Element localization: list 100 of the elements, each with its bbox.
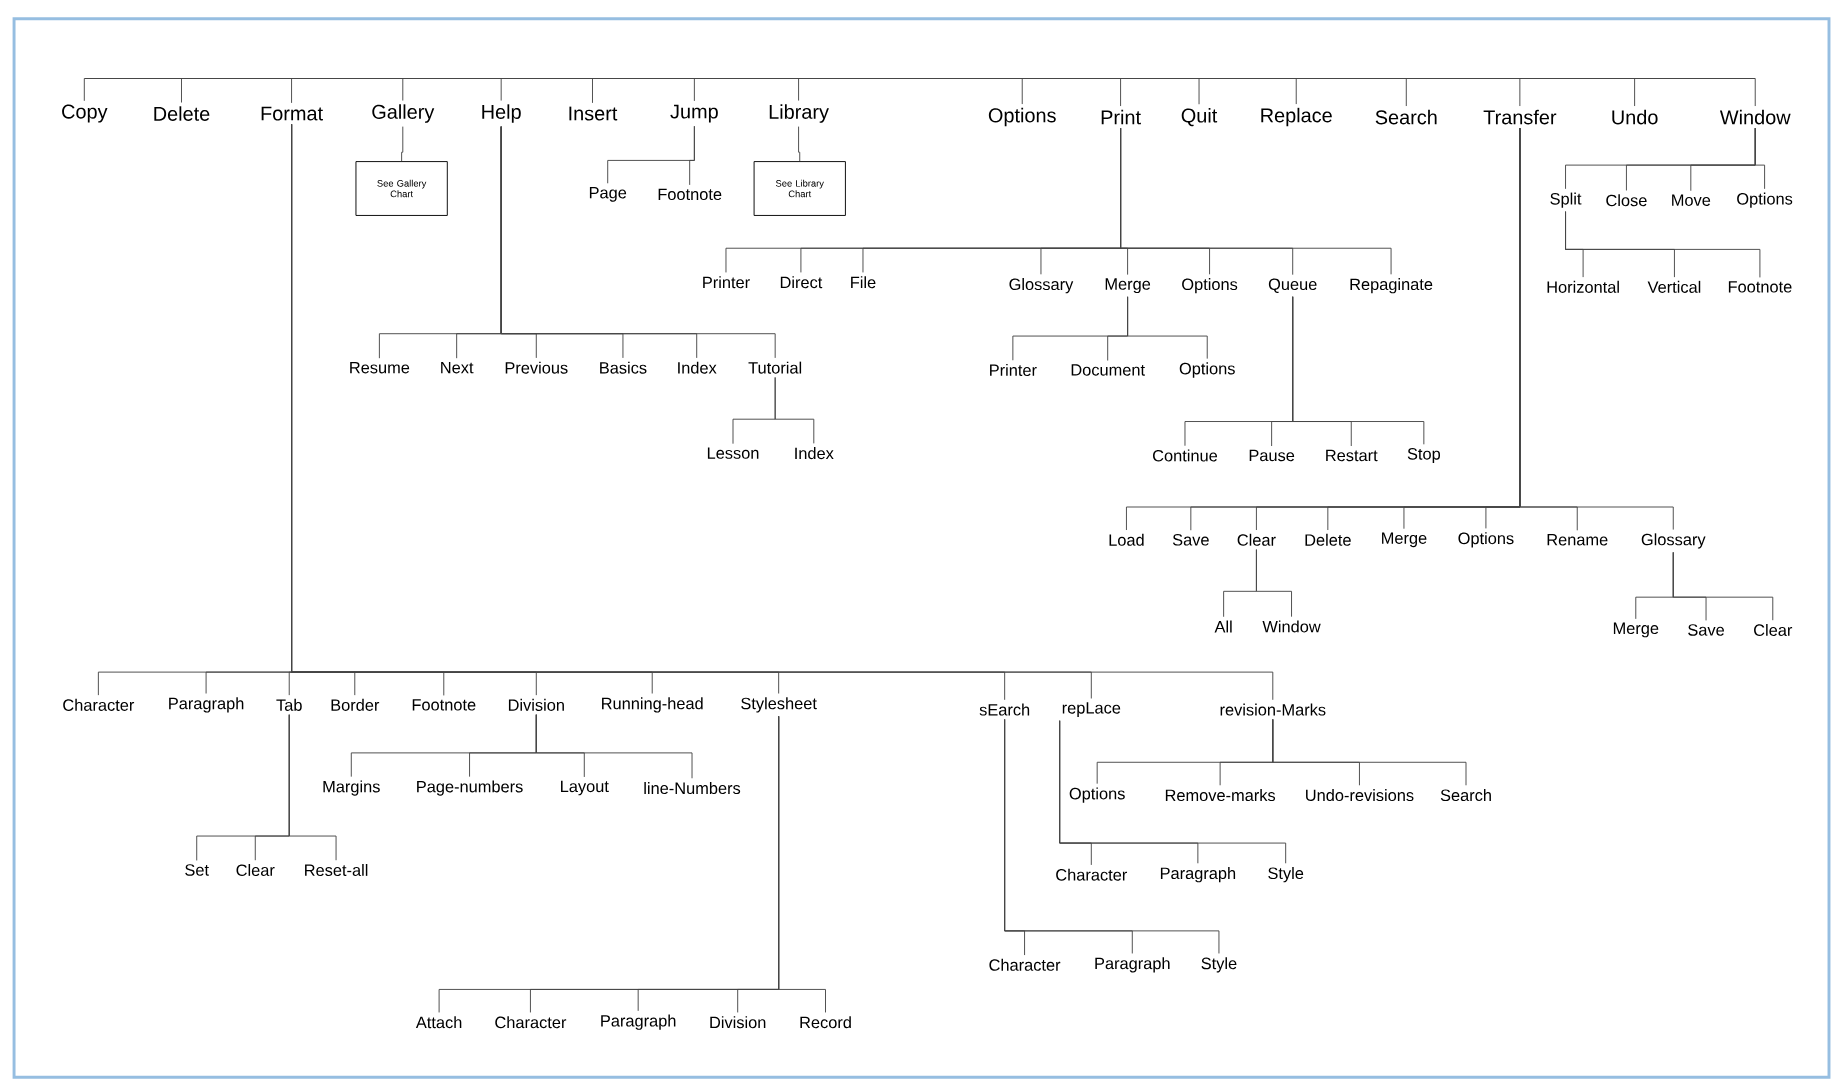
menu-item: Rename [1547, 534, 1608, 546]
connector [1120, 127, 1392, 275]
menu-item: Merge [1382, 532, 1427, 548]
menu-item: Footnote [658, 188, 722, 201]
connector [1405, 78, 1407, 107]
menu-item: Replace [1261, 107, 1332, 127]
menu-item: Character [1056, 868, 1127, 881]
menu-item: Page-numbers [417, 780, 523, 796]
menu-item: Style [1201, 957, 1237, 973]
connector [1255, 549, 1292, 618]
menu-item: Record [800, 1016, 851, 1029]
connector [693, 78, 695, 102]
connector [1292, 296, 1425, 445]
menu-item: Delete [1305, 533, 1351, 546]
connector [1272, 719, 1467, 786]
menu-item: Library [769, 104, 829, 123]
menu-item: revision-Marks [1220, 703, 1326, 716]
menu-item: Restart [1326, 449, 1378, 462]
connector [535, 714, 693, 779]
menu-item: Undo-revisions [1306, 789, 1414, 802]
connector [592, 78, 593, 104]
connector [83, 78, 85, 102]
menu-item: Paragraph [1160, 867, 1236, 883]
menu-item: Printer [990, 364, 1037, 377]
menu-item: Layout [561, 780, 609, 796]
menu-item: Search [1375, 109, 1437, 125]
menu-item: Page [589, 187, 627, 202]
connector [1021, 78, 1023, 105]
menu-item: Reset-all [305, 864, 368, 877]
connector [1519, 78, 1521, 107]
menu-item: Stylesheet [741, 697, 817, 713]
menu-item: Queue [1268, 278, 1317, 294]
menu-item: Paragraph [169, 697, 244, 713]
menu-item: Merge [1613, 622, 1659, 638]
menu-item: Save [1172, 534, 1209, 546]
menu-item: Merge [1105, 278, 1151, 294]
connector [1295, 78, 1297, 105]
reference-box: See Gallery Chart [355, 161, 448, 217]
connector [288, 714, 337, 861]
menu-item: Tab [276, 699, 302, 712]
connector [798, 78, 800, 102]
menu-item: Document [1071, 364, 1145, 376]
menu-item: Glossary [1641, 533, 1706, 549]
menu-item: Stop [1407, 448, 1441, 464]
menu-item: Footnote [1728, 281, 1792, 293]
menu-item: Close [1606, 194, 1647, 207]
menu-item: Split [1550, 192, 1582, 208]
menu-item: Print [1101, 109, 1141, 125]
connector [402, 78, 404, 102]
menu-item: Options [1069, 787, 1125, 803]
menu-item: Tutorial [748, 361, 802, 374]
menu-item: Clear [236, 864, 275, 877]
menu-item: Index [795, 447, 834, 460]
menu-item: Margins [323, 780, 380, 796]
connector [1198, 78, 1200, 105]
menu-item: Options [1182, 278, 1238, 294]
menu-item: Direct [780, 276, 823, 289]
menu-item: Help [482, 104, 521, 123]
menu-item: Load [1109, 533, 1144, 546]
menu-item: Character [495, 1016, 567, 1029]
menu-item: Delete [154, 106, 210, 121]
menu-item: Options [1737, 192, 1793, 208]
connector [689, 125, 695, 186]
menu-item: Options [988, 107, 1056, 127]
menu-item: Pause [1249, 449, 1295, 462]
connector [401, 126, 404, 162]
menu-item: Previous [505, 361, 568, 374]
connector [1127, 296, 1208, 360]
menu-item: File [851, 276, 876, 289]
connector [1565, 211, 1761, 278]
menu-item: Quit [1181, 108, 1218, 127]
menu-item: Resume [350, 362, 410, 374]
menu-item: Transfer [1483, 109, 1557, 125]
menu-item: Glossary [1009, 278, 1074, 294]
reference-box: See Library Chart [753, 161, 846, 217]
menu-item: Copy [62, 104, 108, 123]
connector [500, 78, 502, 102]
menu-item: Move [1672, 194, 1711, 207]
menu-item: sEarch [979, 703, 1030, 716]
connector [1004, 719, 1220, 955]
menu-item: Basics [600, 361, 647, 374]
menu-item: Remove-marks [1165, 789, 1276, 802]
menu-item: Character [989, 958, 1061, 971]
connector [291, 123, 1274, 701]
menu-item: Attach [415, 1016, 462, 1029]
menu-item: Footnote [412, 699, 476, 711]
menu-item: Search [1440, 789, 1491, 802]
menu-item: Paragraph [601, 1014, 676, 1030]
menu-item: Set [185, 864, 209, 876]
menu-item: Horizontal [1547, 281, 1619, 293]
menu-item: Style [1268, 867, 1304, 883]
menu-item: Paragraph [1095, 957, 1170, 973]
menu-item: Division [710, 1016, 766, 1029]
connector [500, 126, 776, 359]
connector [1634, 78, 1636, 107]
menu-item: Format [261, 106, 323, 121]
menu-item: Running-head [602, 697, 703, 713]
connector [1754, 78, 1756, 107]
menu-item: Gallery [372, 104, 435, 123]
menu-item: Jump [670, 104, 718, 123]
